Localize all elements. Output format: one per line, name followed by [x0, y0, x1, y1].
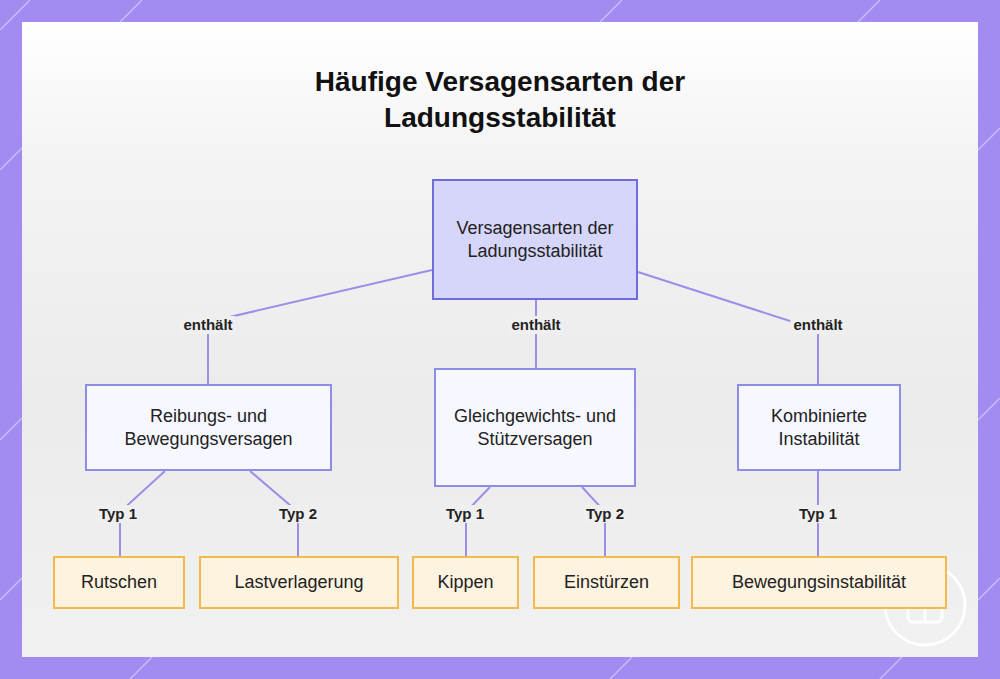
node-text: Kombinierte Instabilität	[749, 405, 889, 451]
node-text: Versagensarten der Ladungsstabilität	[444, 217, 626, 263]
type-box: Kippen	[412, 556, 519, 609]
type-box: Rutschen	[53, 556, 185, 609]
node-text: Reibungs- und Bewegungsversagen	[97, 405, 320, 451]
edge-label: Typ 1	[443, 505, 487, 523]
node-text: Lastverlagerung	[234, 571, 363, 594]
edge-label: enthält	[508, 316, 563, 334]
diagram-title: Häufige Versagensarten der Ladungsstabil…	[200, 64, 800, 136]
node-text: Einstürzen	[564, 571, 649, 594]
category-box: Reibungs- und Bewegungsversagen	[85, 384, 332, 471]
category-box: Gleichgewichts- und Stützversagen	[434, 368, 636, 487]
edge-label: Typ 2	[276, 505, 320, 523]
edge-label: Typ 1	[796, 505, 840, 523]
node-text: Rutschen	[81, 571, 157, 594]
node-text: Bewegungsinstabilität	[732, 571, 906, 594]
connector-line	[535, 300, 537, 368]
category-box: Kombinierte Instabilität	[737, 384, 901, 471]
root-box: Versagensarten der Ladungsstabilität	[432, 179, 638, 300]
type-box: Bewegungsinstabilität	[691, 556, 947, 609]
edge-label: Typ 2	[583, 505, 627, 523]
connector-line	[208, 270, 432, 384]
edge-label: Typ 1	[96, 505, 140, 523]
type-box: Einstürzen	[533, 556, 680, 609]
node-text: Gleichgewichts- und Stützversagen	[446, 405, 624, 451]
type-box: Lastverlagerung	[199, 556, 399, 609]
node-text: Kippen	[437, 571, 493, 594]
edge-label: enthält	[790, 316, 845, 334]
edge-label: enthält	[180, 316, 235, 334]
